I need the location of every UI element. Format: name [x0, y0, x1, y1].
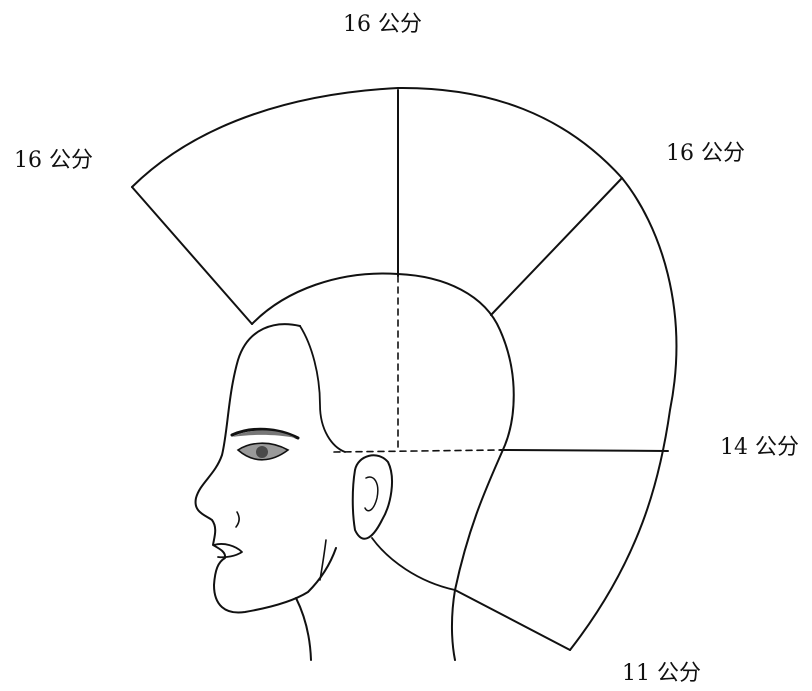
head-outline [252, 273, 514, 660]
length-label-upper-left: 16 公分 [14, 150, 93, 172]
nape-line [372, 538, 455, 590]
guide-line-upper-left [132, 187, 252, 324]
length-label-right: 14 公分 [720, 437, 799, 459]
lips [214, 544, 242, 557]
guide-line-upper-right [491, 178, 622, 315]
dashed-horizontal-line [334, 450, 500, 452]
length-label-bottom-right: 11 公分 [622, 663, 701, 685]
jaw-line [296, 598, 311, 660]
ear [353, 455, 392, 538]
guide-line-bottom-right [455, 590, 570, 650]
outer-length-arc [132, 88, 676, 650]
nostril-detail [236, 512, 239, 527]
length-label-upper-right: 16 公分 [666, 143, 745, 165]
ear-inner-detail [365, 477, 378, 511]
eye [238, 443, 288, 460]
guide-line-right [500, 450, 668, 451]
length-label-top: 16 公分 [343, 14, 422, 36]
face-profile [196, 324, 336, 612]
hairline [300, 326, 345, 452]
